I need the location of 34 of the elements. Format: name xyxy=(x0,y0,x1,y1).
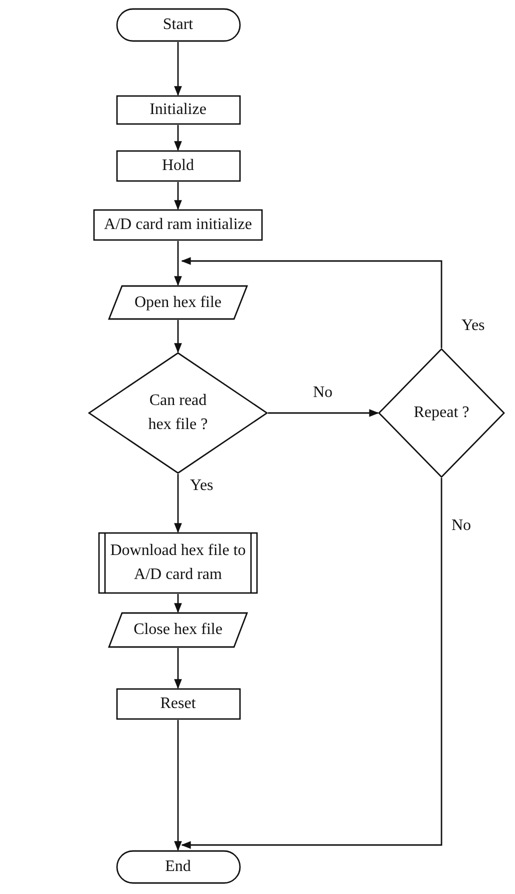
arrow xyxy=(174,594,182,613)
node-label: Hold xyxy=(162,156,194,176)
node-label: End xyxy=(165,857,191,877)
arrow xyxy=(174,125,182,151)
io-parallelogram xyxy=(108,285,248,320)
node-label: Start xyxy=(162,15,194,35)
arrow xyxy=(174,474,182,533)
terminal-box xyxy=(116,8,240,42)
subprocess-box xyxy=(98,532,258,594)
arrow xyxy=(181,257,442,348)
node-label: Download hex file to A/D card ram xyxy=(109,541,247,585)
node-label: Reset xyxy=(160,694,196,714)
arrow xyxy=(174,182,182,210)
arrow xyxy=(174,42,182,96)
process-box xyxy=(93,209,263,241)
arrow xyxy=(174,320,182,353)
arrow xyxy=(181,478,442,849)
node-label: Close hex file xyxy=(134,620,222,640)
process-box xyxy=(116,95,240,125)
process-box xyxy=(116,688,240,720)
process-box xyxy=(116,150,240,182)
arrow xyxy=(174,241,182,286)
arrow xyxy=(174,648,182,689)
terminal-box xyxy=(116,850,240,884)
node-label: Initialize xyxy=(150,100,206,120)
node-label: A/D card ram initialize xyxy=(104,215,252,235)
arrow xyxy=(268,409,379,417)
node-label: Repeat ? xyxy=(412,403,470,423)
node-label: Open hex file xyxy=(134,292,222,312)
io-parallelogram xyxy=(108,612,248,648)
decision-diamond xyxy=(88,352,268,474)
decision-diamond xyxy=(378,348,505,478)
node-label: Can read hex file ? xyxy=(147,391,209,435)
arrow xyxy=(174,720,182,851)
